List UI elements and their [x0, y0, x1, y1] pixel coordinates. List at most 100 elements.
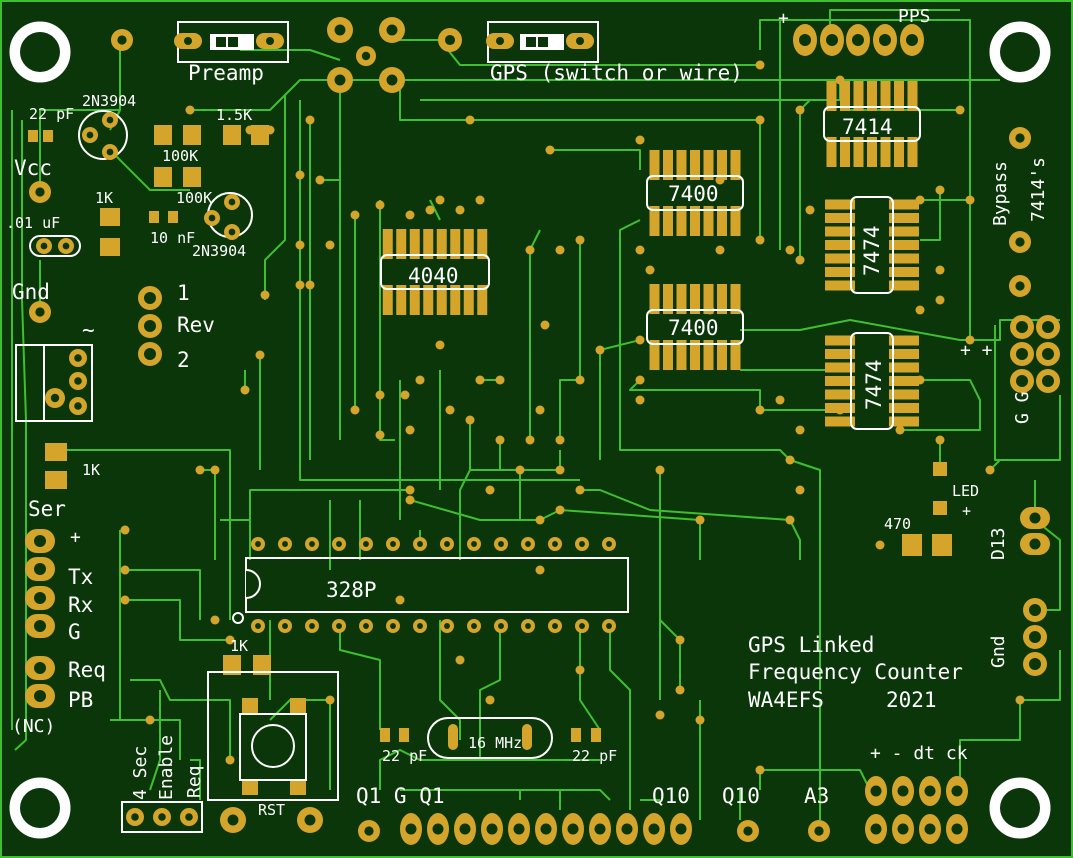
ic-7414-pin — [894, 81, 904, 111]
drill-hole — [552, 541, 558, 547]
drill-hole — [1029, 658, 1041, 670]
ic-7414-pin — [840, 81, 850, 111]
label-crystal: 16 MHz — [468, 734, 523, 752]
ic-7400-b-pin — [703, 340, 714, 370]
via — [305, 280, 315, 290]
via — [635, 135, 645, 145]
ic-7474-b-pin — [889, 335, 919, 346]
ic-7400-a-pin — [663, 150, 673, 180]
via — [525, 245, 535, 255]
crystal-pad — [522, 724, 532, 750]
label-ic-7400-b: 7400 — [668, 316, 719, 340]
label-four-sec: 4 Sec — [130, 745, 151, 800]
via — [635, 245, 645, 255]
cap-22pf-right-pad — [571, 728, 581, 742]
via — [325, 695, 335, 705]
ic-7414-pin — [853, 81, 864, 111]
drill-hole — [363, 541, 369, 547]
trace — [125, 569, 201, 620]
res-1k-b-pad — [45, 443, 67, 461]
ic-4040-pin — [423, 229, 434, 259]
drill-hole — [255, 541, 261, 547]
via — [755, 115, 765, 125]
trace — [559, 240, 581, 440]
trace — [339, 620, 381, 730]
ic-7474-a-pin — [825, 226, 855, 237]
via — [405, 495, 415, 505]
trace — [55, 449, 231, 620]
label-tx: Tx — [68, 565, 94, 589]
drill-hole — [579, 541, 585, 547]
label-tilde: ~ — [82, 318, 95, 342]
via — [535, 405, 545, 415]
reset-button-pad — [242, 698, 258, 714]
label-rev-2: 2 — [177, 348, 190, 372]
ic-7414-pin — [880, 81, 891, 111]
via — [555, 505, 565, 515]
label-ser-plus: + — [70, 527, 81, 548]
label-ic-7414: 7414 — [842, 115, 893, 139]
trace — [629, 379, 840, 411]
transistor-1-outline — [78, 110, 128, 160]
drill-hole — [852, 34, 864, 46]
ic-7474-a-pin — [889, 280, 919, 291]
ic-7474-a-pin — [889, 213, 919, 223]
via — [475, 195, 485, 205]
label-d13: D13 — [988, 527, 1009, 560]
drill-hole — [606, 623, 612, 629]
ic-7474-a-pin — [825, 213, 855, 223]
drill-hole — [1016, 348, 1028, 360]
ic-7474-a-pin — [825, 199, 855, 210]
trace — [959, 650, 1061, 780]
drill-hole — [814, 826, 824, 836]
drill-hole — [208, 214, 216, 222]
via — [120, 565, 130, 575]
ic-7400-b-pin — [676, 340, 687, 370]
via — [435, 195, 445, 205]
ic-4040-pin — [396, 285, 407, 315]
drill-hole — [897, 785, 909, 797]
drill-hole — [74, 402, 82, 410]
drill-hole — [158, 813, 166, 821]
trace — [439, 620, 461, 740]
drill-hole — [444, 541, 450, 547]
via — [195, 465, 205, 475]
drill-hole — [496, 37, 504, 45]
drill-hole — [486, 823, 498, 835]
mounting-hole-drill — [20, 788, 60, 828]
via — [405, 425, 415, 435]
label-res-100k-a: 100K — [162, 147, 199, 165]
drill-hole — [1042, 321, 1054, 333]
ic-7474-b-pin — [889, 416, 919, 427]
via — [935, 265, 945, 275]
trace — [110, 719, 181, 760]
via — [395, 595, 405, 605]
via — [210, 615, 220, 625]
drill-hole — [282, 541, 288, 547]
via — [985, 465, 995, 475]
label-mcu: 328P — [326, 578, 377, 602]
ic-7474-b-pin — [825, 349, 855, 359]
ic-7474-b-pin — [889, 389, 919, 400]
trace — [550, 149, 641, 170]
drill-hole — [131, 813, 139, 821]
trace — [659, 619, 681, 690]
drill-hole — [951, 823, 963, 835]
via — [965, 335, 975, 345]
drill-hole — [444, 623, 450, 629]
via — [795, 105, 805, 115]
via — [595, 345, 605, 355]
via — [375, 200, 385, 210]
via — [785, 245, 795, 255]
via — [635, 375, 645, 385]
via — [545, 145, 555, 155]
drill-hole — [228, 198, 236, 206]
drill-hole — [34, 563, 46, 575]
ic-4040-pin — [436, 285, 447, 315]
trace — [580, 489, 801, 560]
drill-hole — [40, 242, 48, 250]
ic-4040-pin — [436, 229, 447, 259]
cap-10nf-pad — [149, 211, 159, 223]
label-cap-22pf-top: 22 pF — [29, 105, 75, 123]
label-ic-4040: 4040 — [408, 264, 459, 288]
